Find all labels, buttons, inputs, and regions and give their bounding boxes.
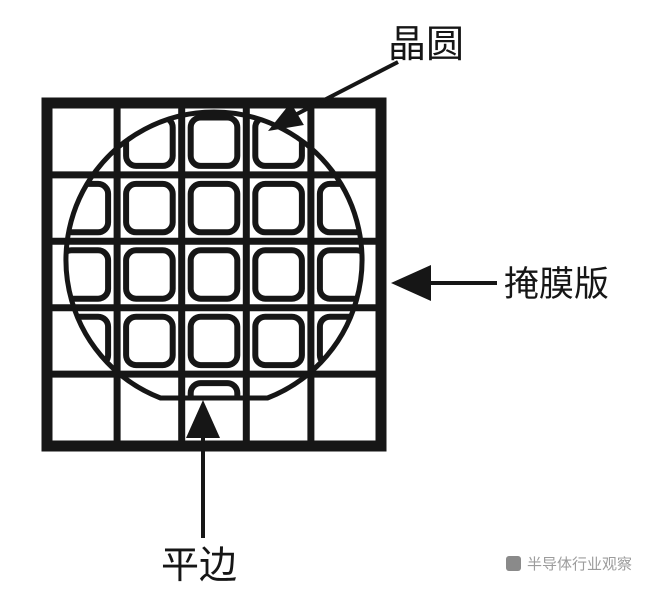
die-cell — [187, 380, 241, 399]
die-cell — [123, 180, 176, 236]
die-cell — [187, 114, 241, 169]
die-cell — [123, 247, 176, 302]
mask-label: 掩膜版 — [504, 265, 609, 304]
die-cell — [252, 180, 305, 236]
watermark-text: 半导体行业观察 — [527, 555, 632, 573]
mask-arrowhead-icon — [391, 265, 431, 301]
wafer-arrow-line — [296, 60, 399, 116]
mask-arrow — [391, 265, 497, 301]
wafer-label: 晶圆 — [388, 24, 464, 66]
wafer-outline — [63, 109, 365, 401]
flat-edge-label: 平边 — [161, 545, 237, 587]
flat-edge-arrowhead-icon — [186, 400, 220, 438]
wafer-arrowhead-icon — [268, 102, 304, 131]
die-cell — [252, 247, 305, 302]
flat-edge-arrow — [186, 400, 220, 538]
die-cell — [316, 247, 363, 302]
die-cell — [252, 313, 305, 369]
die-cell — [65, 247, 112, 302]
mask-plate-outline — [41, 97, 387, 452]
die-cell — [187, 180, 241, 236]
watermark: 半导体行业观察 — [506, 555, 632, 573]
die-cell — [187, 313, 241, 369]
mask-grid — [48, 104, 380, 445]
die-grid — [65, 114, 363, 399]
die-cell — [187, 247, 241, 302]
die-cell — [123, 313, 176, 369]
watermark-logo-icon — [506, 556, 521, 571]
wafer-arrow — [268, 60, 399, 131]
